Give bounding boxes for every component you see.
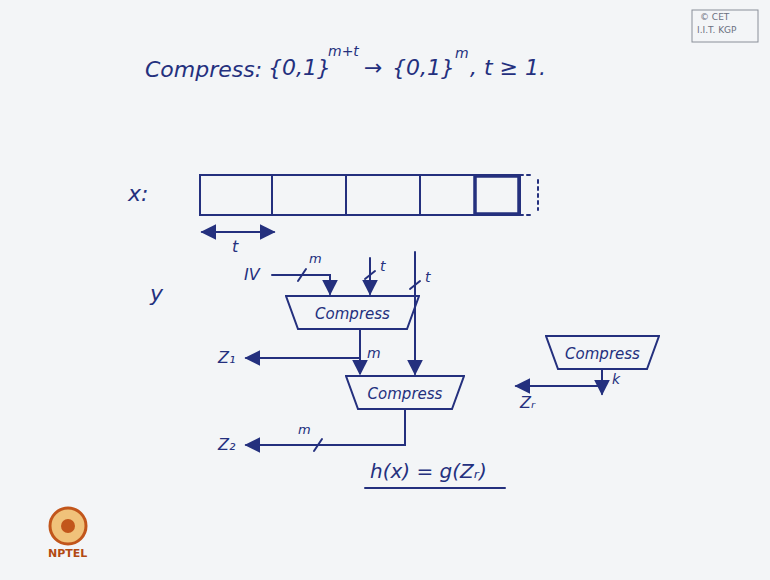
width-arrow bbox=[202, 231, 274, 233]
input-label: IV bbox=[244, 266, 260, 284]
formula-exponent: m+t bbox=[328, 44, 359, 59]
box-text: Compress bbox=[315, 306, 390, 323]
logo-text: NPTEL bbox=[48, 548, 87, 560]
chain-connector bbox=[359, 330, 361, 374]
output-label: Z₁ bbox=[218, 349, 235, 367]
bus-slash bbox=[314, 439, 322, 451]
copyright-box bbox=[692, 10, 758, 42]
message-blocks bbox=[200, 175, 538, 215]
bus-width: m bbox=[309, 252, 322, 266]
formula-text: Compress: bbox=[145, 58, 262, 82]
variable-name: x: bbox=[128, 182, 148, 206]
bus-width: m bbox=[367, 346, 381, 361]
compress-box: Compress bbox=[345, 375, 465, 410]
formula-exponent: m bbox=[455, 46, 469, 61]
bus-width: k bbox=[612, 372, 620, 387]
box-text: Compress bbox=[565, 346, 640, 363]
output-wire bbox=[601, 370, 603, 394]
formula-text: {0,1} bbox=[392, 56, 455, 80]
bus-width: t bbox=[425, 270, 431, 285]
nptel-logo bbox=[50, 508, 86, 544]
output-label: Z₂ bbox=[218, 436, 235, 454]
underline bbox=[365, 487, 505, 489]
compress-box: Compress bbox=[285, 295, 420, 330]
bus-slash bbox=[410, 281, 420, 289]
bus-slash bbox=[298, 269, 306, 281]
width-label: t bbox=[232, 238, 238, 256]
hash-formula: h(x) = g(Zᵣ) bbox=[370, 460, 487, 482]
formula-text: {0,1} bbox=[268, 56, 331, 80]
compress-box: Compress bbox=[545, 335, 660, 370]
box-text: Compress bbox=[368, 386, 443, 403]
output-wire bbox=[246, 357, 360, 359]
variable-name: y bbox=[150, 282, 163, 306]
copyright-text: © CET bbox=[700, 13, 729, 23]
output-wire bbox=[516, 385, 602, 387]
bus-width: t bbox=[380, 259, 386, 274]
formula-text: → bbox=[364, 56, 382, 80]
output-wire bbox=[246, 410, 405, 445]
output-label: Zᵣ bbox=[520, 394, 535, 412]
formula-text: , t ≥ 1. bbox=[470, 56, 546, 80]
bus-width: m bbox=[298, 423, 311, 437]
block-wire bbox=[414, 252, 416, 374]
copyright-text: I.I.T. KGP bbox=[697, 26, 737, 36]
bus-slash bbox=[365, 271, 375, 279]
